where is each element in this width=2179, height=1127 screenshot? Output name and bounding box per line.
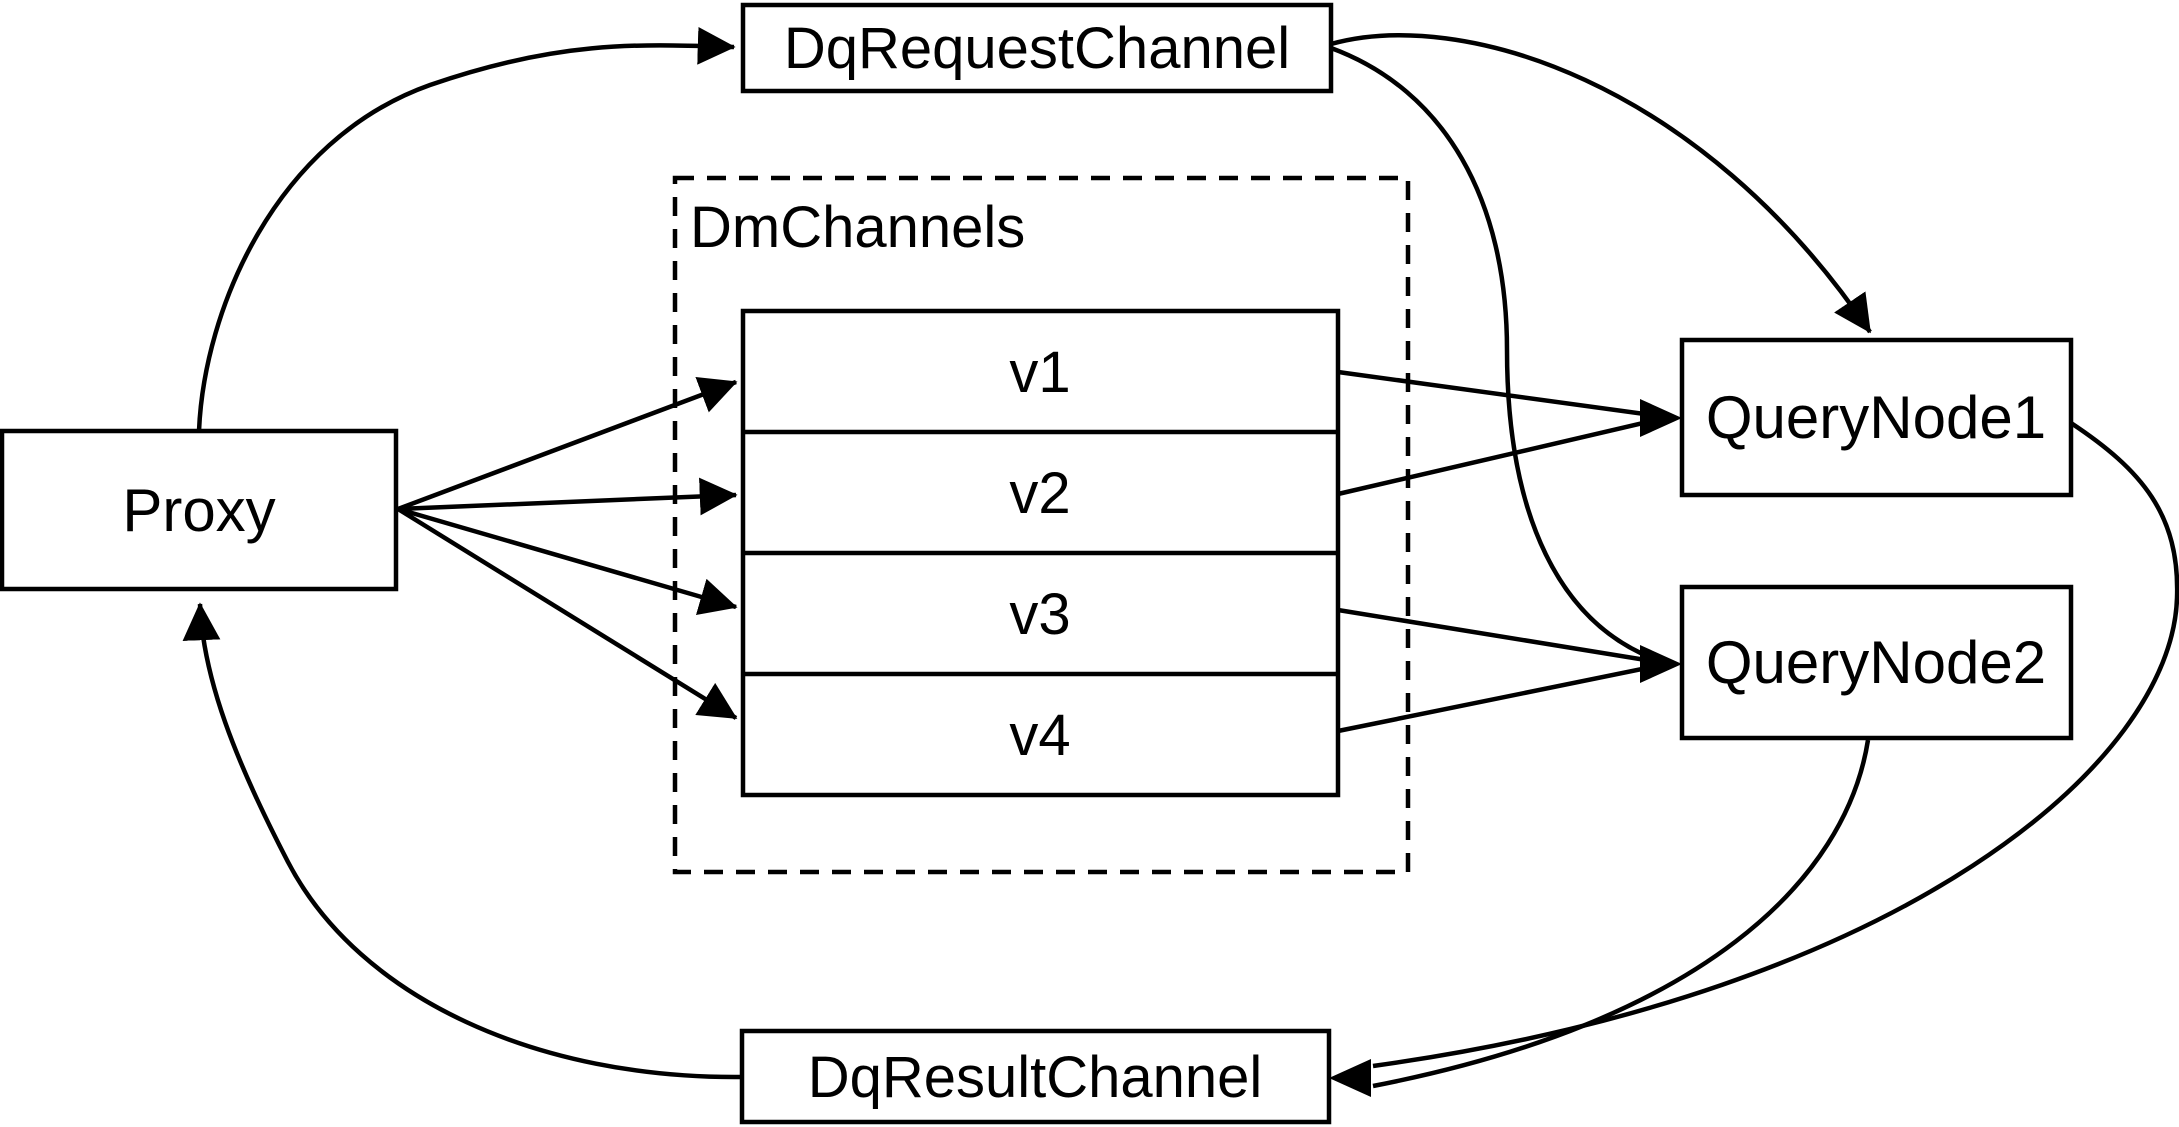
querynode1-node-label: QueryNode1 — [1706, 384, 2046, 451]
edge-proxy-to-v3 — [397, 506, 738, 616]
edge-proxy-to-dqrequestchannel — [196, 26, 736, 432]
arrowhead-dqresultchannel-right — [1329, 1059, 1371, 1097]
edge-v2-to-querynode1 — [1337, 418, 1653, 497]
edge-v4-to-querynode2 — [1337, 664, 1653, 734]
arrowhead-querynode2-left — [1640, 645, 1682, 683]
querynode2-node-label: QueryNode2 — [1706, 629, 2046, 696]
edge-dqrequestchannel-to-querynode2 — [1330, 45, 1653, 661]
v1-row-label: v1 — [1009, 340, 1070, 405]
edge-querynode2-to-dqresultchannel — [1372, 739, 1871, 1089]
dqrequestchannel-node-label: DqRequestChannel — [784, 16, 1290, 81]
nodes-layer: DmChannels Proxy DqRequestChannel v1 v2 … — [0, 2, 2074, 1125]
dqresultchannel-node-label: DqResultChannel — [808, 1045, 1263, 1110]
v2-row-label: v2 — [1009, 461, 1070, 526]
edge-dqresultchannel-to-proxy — [182, 602, 743, 1080]
dmchannels-group-label: DmChannels — [690, 195, 1025, 260]
edges-layer — [182, 26, 2179, 1097]
edge-v1-to-querynode1 — [1337, 369, 1653, 418]
edge-proxy-to-v2 — [397, 477, 738, 516]
v4-row-label: v4 — [1009, 703, 1070, 768]
dqrequestchannel-node-box — [740, 2, 1334, 94]
querynode1-node-box — [1679, 337, 2074, 498]
proxy-node-box — [0, 428, 399, 592]
arrowhead-querynode1-left — [1640, 399, 1682, 437]
edge-proxy-to-v4 — [396, 507, 738, 720]
v3-row-label: v3 — [1009, 582, 1070, 647]
dqresultchannel-node-box — [739, 1028, 1332, 1125]
edge-dqrequestchannel-to-querynode1 — [1330, 33, 1872, 334]
proxy-node-label: Proxy — [122, 477, 275, 544]
edge-v3-to-querynode2 — [1337, 607, 1653, 664]
dmchannels-group-box — [672, 175, 1411, 875]
edge-proxy-to-v1 — [397, 377, 738, 512]
querynode2-node-box — [1679, 584, 2074, 741]
edge-querynode1-to-dqresultchannel — [1372, 421, 2179, 1069]
